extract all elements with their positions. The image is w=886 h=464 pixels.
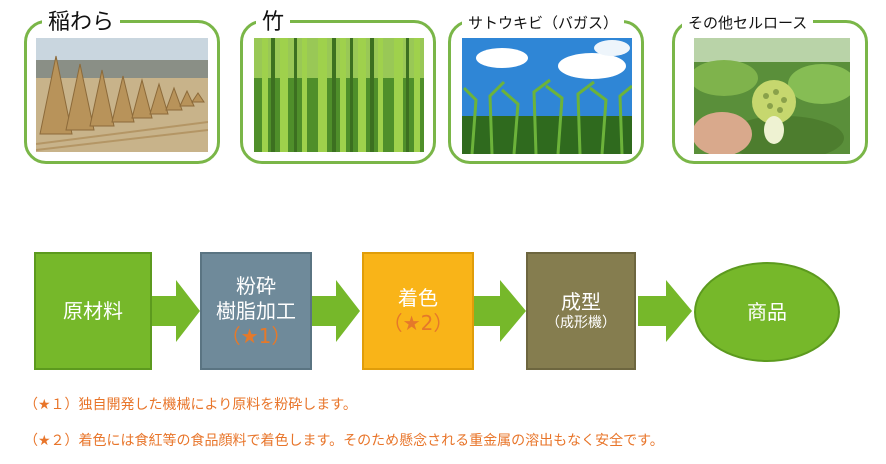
material-label-other-cellulose: その他セルロース: [682, 16, 814, 31]
sugarcane-photo: [462, 38, 632, 154]
bamboo-forest-photo: [254, 38, 424, 152]
flow-arrow-2: [312, 280, 360, 342]
lotus-pod-photo: [694, 38, 850, 154]
flow-step-grinding-note: （★1）: [220, 323, 292, 348]
flow-step-coloring: 着色 （★2）: [362, 252, 474, 370]
footnote-1: （★１）独自開発した機械により原料を粉砕します。: [24, 397, 357, 413]
flow-step-product-label: 商品: [747, 299, 787, 324]
flow-step-raw-material: 原材料: [34, 252, 152, 370]
flow-arrow-4: [638, 280, 692, 342]
flow-step-raw-material-label: 原材料: [63, 298, 123, 323]
flow-arrow-1: [152, 280, 200, 342]
footnote-2: （★２）着色には食紅等の食品顔料で着色します。そのため懸念される重金属の溶出もな…: [24, 433, 664, 449]
flow-step-grinding-line1: 粉砕: [236, 273, 276, 298]
material-label-bamboo: 竹: [256, 12, 291, 34]
flow-step-coloring-line1: 着色: [398, 286, 438, 310]
flow-step-grinding-line2: 樹脂加工: [216, 298, 296, 323]
material-label-sugarcane: サトウキビ（バガス）: [462, 16, 625, 31]
flow-step-grinding: 粉砕 樹脂加工 （★1）: [200, 252, 312, 370]
rice-straw-photo: [36, 38, 208, 152]
material-label-rice-straw: 稲わら: [42, 12, 121, 34]
flow-step-product: 商品: [694, 262, 840, 362]
flow-step-molding-line1: 成型: [561, 289, 601, 314]
flow-step-coloring-note: （★2）: [382, 311, 454, 335]
flow-arrow-3: [474, 280, 526, 342]
flow-step-molding: 成型 （成形機）: [526, 252, 636, 370]
flow-step-molding-sub: （成形機）: [546, 314, 616, 331]
